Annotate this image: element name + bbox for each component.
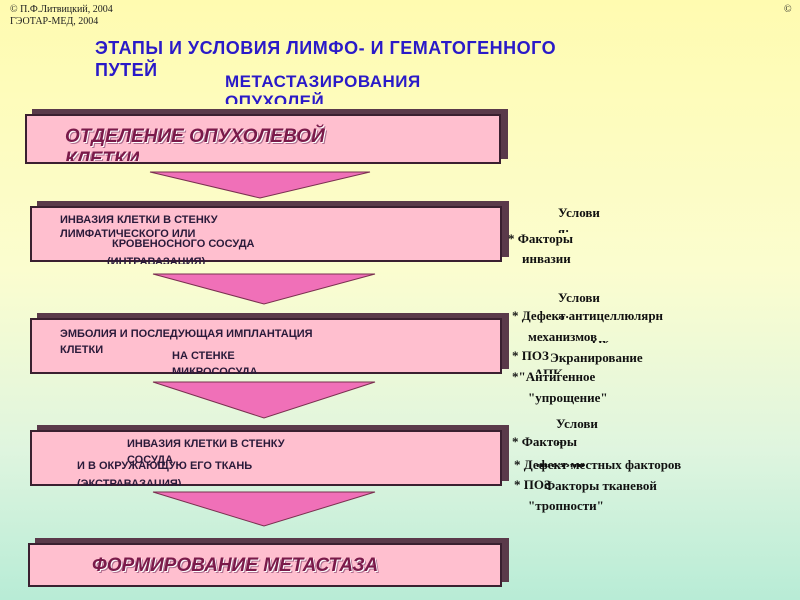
stage-3-line3: НА СТЕНКЕ bbox=[172, 350, 235, 362]
stage-3-line2: КЛЕТКИ bbox=[60, 344, 104, 356]
cond-3-item3b: Факторы тканевой bbox=[544, 478, 657, 493]
copyright-line1: © П.Ф.Литвицкий, 2004 bbox=[10, 4, 113, 15]
stage-5-box: ФОРМИРОВАНИЕ МЕТАСТАЗА bbox=[28, 543, 502, 587]
cond-3-head2: я: bbox=[556, 436, 568, 445]
cond-3-item2: * Дефект местных факторов bbox=[514, 457, 682, 472]
copyright-right: © bbox=[784, 4, 792, 15]
cond-2-item3c: "упрощение" bbox=[528, 390, 608, 405]
title-line1: ЭТАПЫ И УСЛОВИЯ ЛИМФО- И ГЕМАТОГЕННОГО bbox=[95, 38, 557, 58]
cond-2-item2b: Экранирование bbox=[550, 350, 643, 365]
cond-2-item1c: ых bbox=[592, 335, 609, 343]
cond-1-head: Услови bbox=[558, 205, 600, 220]
cond-1-head2: я: bbox=[558, 224, 570, 233]
stage-3-box: ЭМБОЛИЯ И ПОСЛЕДУЮЩАЯ ИМПЛАНТАЦИЯ КЛЕТКИ… bbox=[30, 318, 502, 374]
stage-2-box: ИНВАЗИЯ КЛЕТКИ В СТЕНКУ ЛИМФАТИЧЕСКОГО И… bbox=[30, 206, 502, 264]
stage-4-line4: (ЭКСТРАВАЗАЦИЯ) bbox=[77, 478, 182, 486]
arrow-1 bbox=[149, 171, 371, 199]
cond-2-head: Услови bbox=[558, 290, 600, 305]
stage-1-box: ОТДЕЛЕНИЕ ОПУХОЛЕВОЙ КЛЕТКИ bbox=[25, 114, 501, 164]
cond-2-item1b: механизмов bbox=[528, 329, 598, 344]
stage-2-line3: КРОВЕНОСНОГО СОСУДА bbox=[112, 238, 255, 250]
stage-4-line3: И В ОКРУЖАЮЩУЮ ЕГО ТКАНЬ bbox=[77, 460, 253, 472]
cond-2-item3b: АПК bbox=[534, 366, 563, 374]
arrow-4 bbox=[152, 491, 376, 527]
stage-4-line1: ИНВАЗИЯ КЛЕТКИ В СТЕНКУ bbox=[127, 438, 285, 450]
cond-1-item1b: инвазии bbox=[522, 251, 571, 266]
stage-1-line2: КЛЕТКИ bbox=[65, 149, 140, 161]
arrow-2 bbox=[152, 273, 376, 305]
stage-2-line2: ЛИМФАТИЧЕСКОГО ИЛИ bbox=[60, 228, 196, 240]
title-line3: МЕТАСТАЗИРОВАНИЯ bbox=[225, 72, 421, 91]
cond-3-head: Услови bbox=[556, 416, 598, 431]
cond-2-item3: *"Антигенное bbox=[512, 369, 596, 384]
cond-3-item1: * Факторы bbox=[512, 434, 577, 449]
stage-2-line4: (ИНТРАВАЗАЦИЯ) bbox=[107, 256, 206, 264]
stage-4-line2: СОСУДА bbox=[127, 454, 174, 466]
title-line2: ПУТЕЙ bbox=[95, 60, 158, 80]
cond-2-item2: * ПОЗ bbox=[512, 348, 549, 363]
cond-1-item1: * Факторы bbox=[508, 231, 573, 246]
stage-3-line4: МИКРОСОСУДА bbox=[172, 366, 258, 374]
title-line4: ОПУХОЛЕЙ bbox=[225, 92, 325, 104]
cond-2-head2: я: bbox=[558, 310, 570, 319]
arrow-3 bbox=[152, 381, 376, 419]
stage-3-line1: ЭМБОЛИЯ И ПОСЛЕДУЮЩАЯ ИМПЛАНТАЦИЯ bbox=[60, 328, 313, 340]
cond-3-item3c: "тропности" bbox=[528, 498, 604, 513]
cond-2-item1: * Дефект антицеллюлярн bbox=[512, 308, 664, 323]
stage-4-box: ИНВАЗИЯ КЛЕТКИ В СТЕНКУ СОСУДА И В ОКРУЖ… bbox=[30, 430, 502, 486]
cond-3-item1b: инвазии bbox=[536, 458, 585, 467]
stage-1-line1: ОТДЕЛЕНИЕ ОПУХОЛЕВОЙ bbox=[65, 126, 325, 147]
stage-2-line1: ИНВАЗИЯ КЛЕТКИ В СТЕНКУ bbox=[60, 214, 218, 226]
stage-5-line1: ФОРМИРОВАНИЕ МЕТАСТАЗА bbox=[92, 555, 379, 576]
cond-3-item3: * ПОЗ bbox=[514, 477, 551, 492]
copyright-line2: ГЭОТАР-МЕД, 2004 bbox=[10, 16, 99, 27]
